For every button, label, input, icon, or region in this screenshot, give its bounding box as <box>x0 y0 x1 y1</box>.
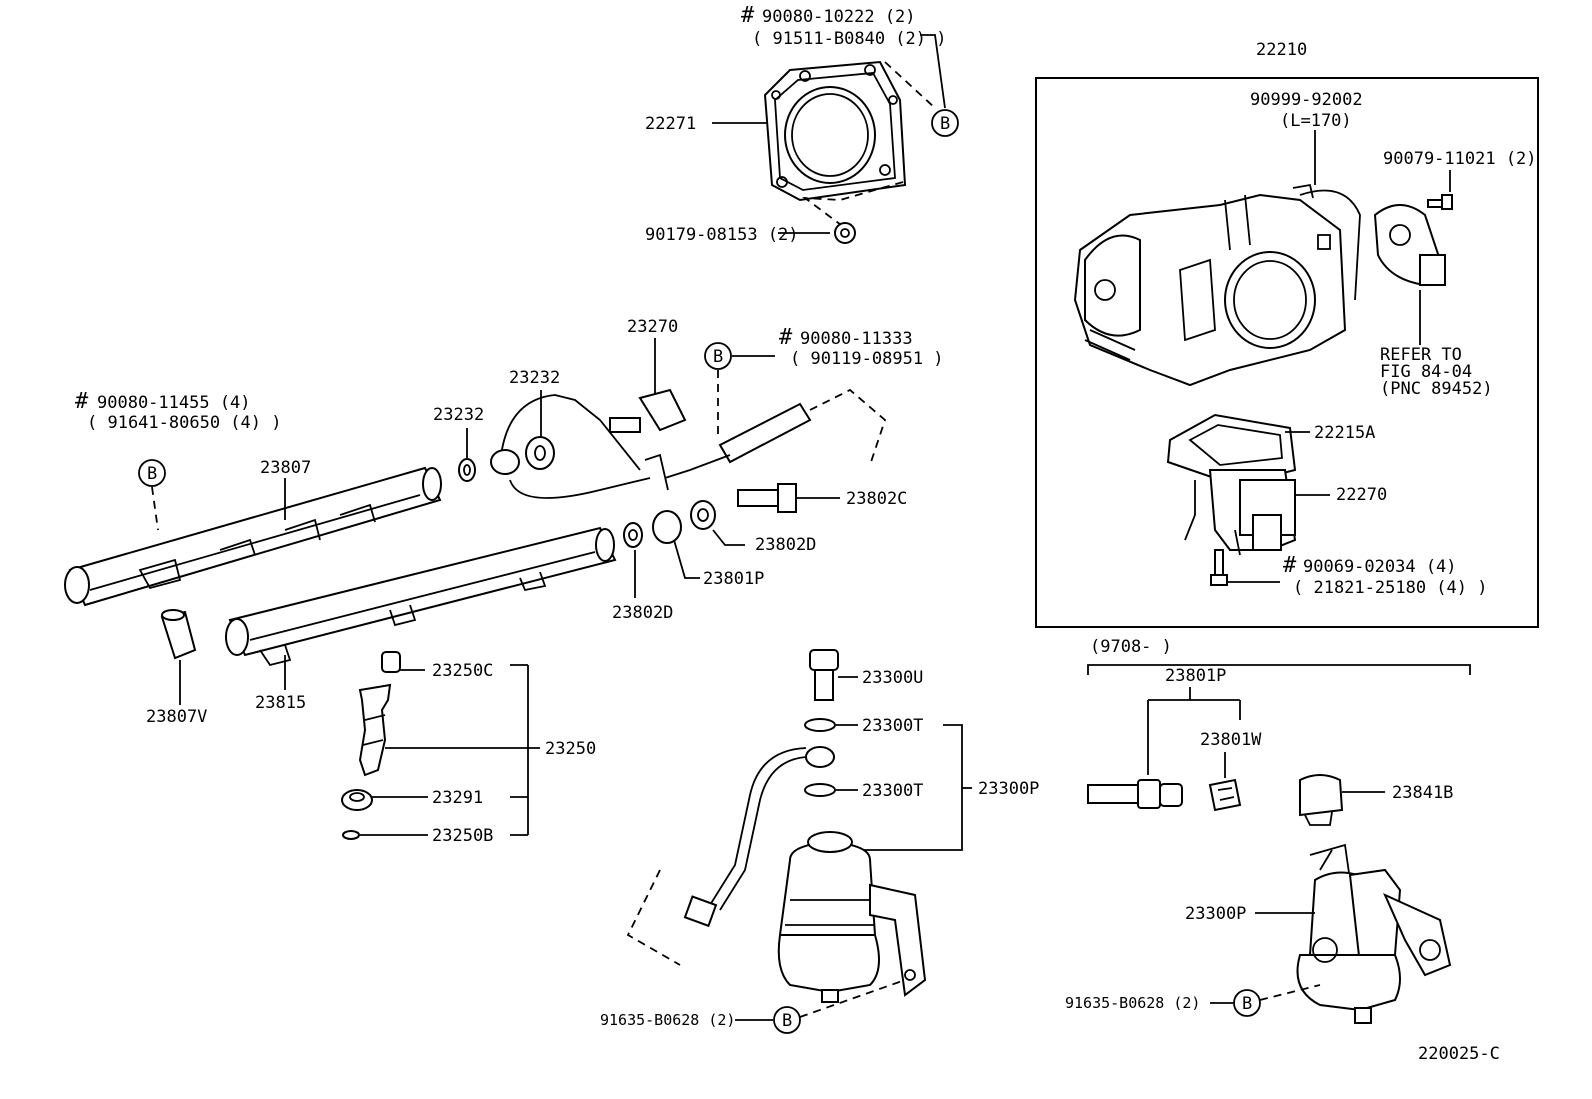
fuel-hose <box>644 402 812 491</box>
refer-line-1: REFER TO <box>1380 345 1462 365</box>
gasket-left-part: 23802D <box>612 603 673 623</box>
union-bolt-part: 23802C <box>846 489 907 509</box>
hose-part: 23801P <box>703 569 764 589</box>
regulator-bolt-part: 23300U <box>862 668 923 688</box>
ref-b-lines: B <box>713 347 723 367</box>
iac-valve-drawing <box>1166 413 1297 556</box>
pipe-bolt-part: 90080-11455 (4) <box>97 393 251 413</box>
pulsation-damper <box>160 609 197 660</box>
lines-bolt-alt: ( 90119-08951 ) <box>790 349 944 369</box>
insulator-icon <box>341 789 373 811</box>
union-bolt-icon <box>737 483 797 513</box>
iac-bolt-icon <box>1210 549 1228 586</box>
small-gasket-icon <box>458 458 476 482</box>
gasket-right-part: 23802D <box>755 535 816 555</box>
gasket-screw-icon <box>834 222 856 244</box>
ref-b-circle-gasket <box>931 109 959 137</box>
oring-icon <box>342 830 360 840</box>
later-connector-icon <box>1299 774 1344 826</box>
fuel-sensor-icon <box>609 388 687 433</box>
regulator-gasket-top-icon <box>804 718 836 732</box>
throttle-body-gasket <box>763 60 907 202</box>
later-connector-part: 23841B <box>1392 783 1453 803</box>
injector-icon <box>358 683 392 777</box>
tps-screw-icon <box>1427 194 1453 210</box>
regulator-mount-bolt: 91635-B0628 (2) <box>600 1011 735 1029</box>
fuel-tube <box>490 394 651 499</box>
hash-mark-throttle: # <box>1283 553 1297 578</box>
later-hose-part: 23801P <box>1165 666 1226 686</box>
injector-cap-icon <box>381 651 401 673</box>
throttle-bolt-part: 90069-02034 (4) <box>1303 557 1457 577</box>
later-hose-icon <box>1087 779 1183 809</box>
insulator-part: 23291 <box>432 788 483 808</box>
gasket-right-icon <box>690 500 716 530</box>
delivery-pipe-upper <box>64 466 442 607</box>
ref-b-circle-later <box>1233 989 1261 1017</box>
regulator-gasket-bottom-part: 23300T <box>862 781 923 801</box>
throttle-hose-length: (L=170) <box>1280 111 1352 131</box>
pipe-lower-part: 23815 <box>255 693 306 713</box>
gasket-part-number: 22271 <box>645 114 696 134</box>
ref-b-later: B <box>1242 994 1252 1014</box>
gasket-left-icon <box>623 522 643 548</box>
sensor-part: 23270 <box>627 317 678 337</box>
throttle-body-drawing <box>1073 193 1347 387</box>
ref-b-circle-pipes <box>138 459 166 487</box>
delivery-pipe-lower <box>225 526 617 667</box>
lines-bolt-part: 90080-11333 <box>800 329 913 349</box>
ref-b-gasket: B <box>940 114 950 134</box>
oring-part: 23250B <box>432 826 493 846</box>
throttle-bolt-alt: ( 21821-25180 (4) ) <box>1293 578 1487 598</box>
later-clip-part: 23801W <box>1200 730 1262 750</box>
later-date-range: (9708- ) <box>1090 637 1172 657</box>
diagram-code: 220025-C <box>1418 1044 1500 1064</box>
injector-cap-part: 23250C <box>432 661 493 681</box>
later-regulator-part: 23300P <box>1185 904 1246 924</box>
ref-b-pipes: B <box>147 464 157 484</box>
regulator-gasket-bottom-icon <box>804 783 836 797</box>
hash-mark-gasket: # <box>741 3 755 28</box>
throttle-position-sensor <box>1373 204 1446 287</box>
gasket-small-part: 23232 <box>433 405 484 425</box>
throttle-hose-part: 90999-92002 <box>1250 90 1363 110</box>
throttle-body-title: 22210 <box>1256 40 1307 60</box>
refer-line-3: (PNC 89452) <box>1380 379 1493 399</box>
throttle-hose <box>1292 183 1361 301</box>
ref-b-circle-lines <box>704 342 732 370</box>
gasket-screw-part: 90179-08153 (2) <box>645 225 799 245</box>
gasket-bolt-part: 90080-10222 (2) <box>762 7 916 27</box>
regulator-gasket-top-part: 23300T <box>862 716 923 736</box>
iac-valve-part: 22270 <box>1336 485 1387 505</box>
injector-part: 23250 <box>545 739 596 759</box>
hose-end-icon <box>652 510 682 544</box>
tube-part: 23232 <box>509 368 560 388</box>
iac-gasket-part: 22215A <box>1314 423 1375 443</box>
ref-b-regulator: B <box>782 1011 792 1031</box>
gasket-bolt-alt: ( 91511-B0840 (2) ) <box>752 29 946 49</box>
throttle-body-box <box>1035 77 1539 628</box>
later-regulator-icon <box>1296 843 1452 1024</box>
later-clip-icon <box>1208 778 1242 812</box>
regulator-icon <box>777 831 927 1003</box>
hash-mark-lines: # <box>779 325 793 350</box>
hash-mark-pipes: # <box>75 389 89 414</box>
throttle-screw-part: 90079-11021 (2) <box>1383 149 1537 169</box>
regulator-bolt-icon <box>809 649 839 701</box>
regulator-hose-icon <box>683 746 835 928</box>
refer-line-2: FIG 84-04 <box>1380 362 1472 382</box>
ref-b-circle-regulator <box>773 1006 801 1034</box>
pipe-bolt-alt: ( 91641-80650 (4) ) <box>87 413 281 433</box>
damper-part: 23807V <box>146 707 207 727</box>
regulator-assy-part: 23300P <box>978 779 1039 799</box>
later-mount-bolt: 91635-B0628 (2) <box>1065 994 1200 1012</box>
pipe-upper-part: 23807 <box>260 458 311 478</box>
